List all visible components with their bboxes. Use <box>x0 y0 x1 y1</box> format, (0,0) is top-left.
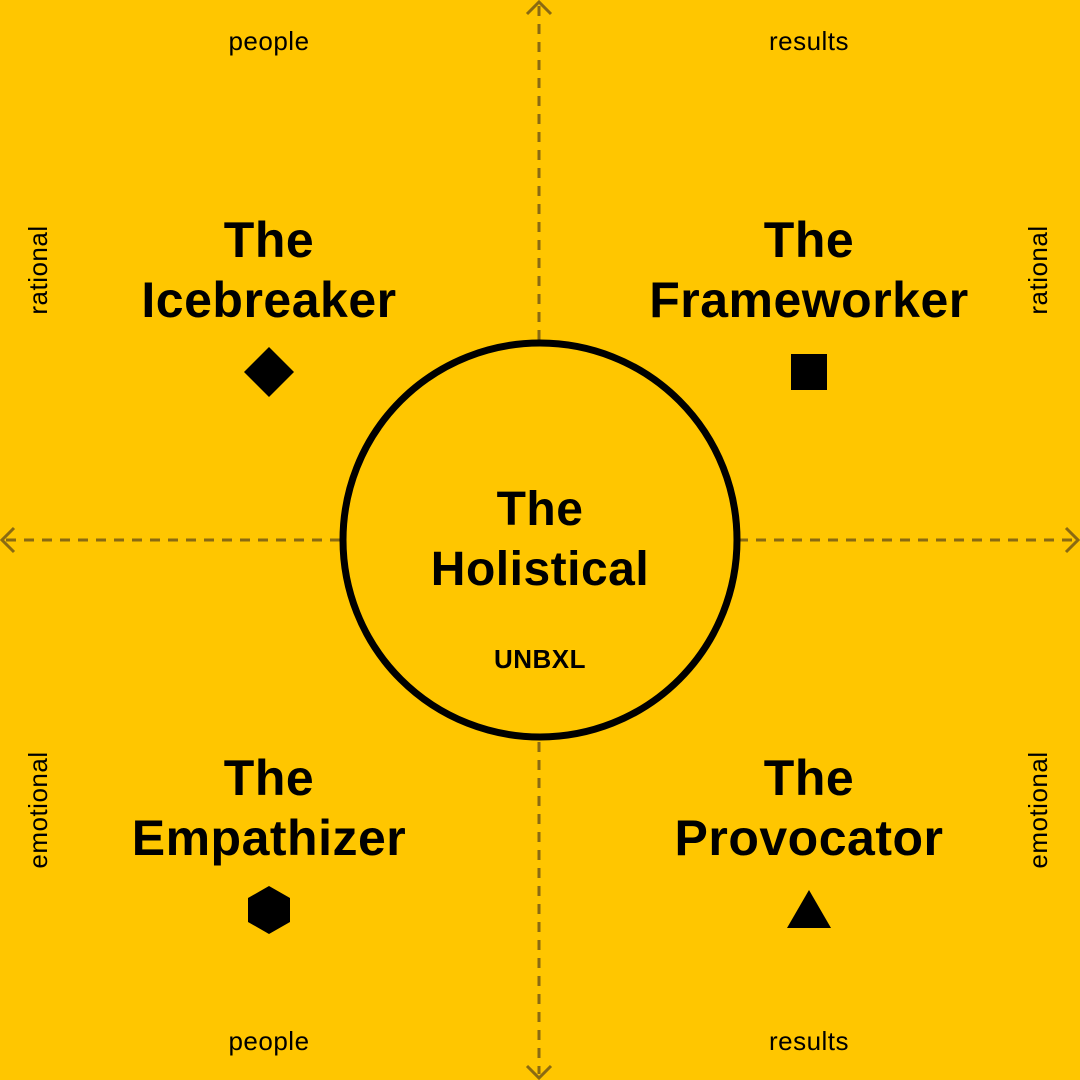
arrow-left-icon <box>0 526 16 554</box>
label-people-top: people <box>228 26 310 56</box>
center-circle <box>339 339 741 741</box>
label-rational-right: rational <box>1023 225 1053 315</box>
center-title-line1: The <box>496 483 584 536</box>
empathizer-title-line1: The <box>223 750 315 806</box>
center-title-line2: Holistical <box>430 543 650 596</box>
quadrant-provocator: The Provocator <box>599 748 1019 938</box>
diamond-icon <box>244 347 294 397</box>
quadrant-icebreaker: The Icebreaker <box>59 210 479 400</box>
center-title: The Holistical <box>340 480 740 600</box>
arrow-up-icon <box>525 0 553 16</box>
triangle-icon <box>787 890 831 928</box>
hexagon-icon <box>248 886 290 934</box>
label-emotional-right: emotional <box>1023 751 1053 869</box>
quadrant-empathizer: The Empathizer <box>59 748 479 938</box>
empathizer-title-line2: Empathizer <box>131 810 407 866</box>
provocator-title-line1: The <box>763 750 855 806</box>
provocator-title-line2: Provocator <box>674 810 944 866</box>
quadrant-frameworker: The Frameworker <box>599 210 1019 400</box>
label-rational-left: rational <box>23 225 53 315</box>
label-people-bottom: people <box>228 1026 310 1056</box>
brand-logo: UNBXL <box>493 644 587 674</box>
arrow-down-icon <box>525 1064 553 1080</box>
label-emotional-left: emotional <box>23 751 53 869</box>
label-results-bottom: results <box>768 1026 850 1056</box>
arrow-right-icon <box>1064 526 1080 554</box>
square-icon <box>791 354 827 390</box>
frameworker-title-line2: Frameworker <box>649 272 969 328</box>
frameworker-title-line1: The <box>763 212 855 268</box>
label-results-top: results <box>768 26 850 56</box>
icebreaker-title-line1: The <box>223 212 315 268</box>
icebreaker-title-line2: Icebreaker <box>141 272 397 328</box>
